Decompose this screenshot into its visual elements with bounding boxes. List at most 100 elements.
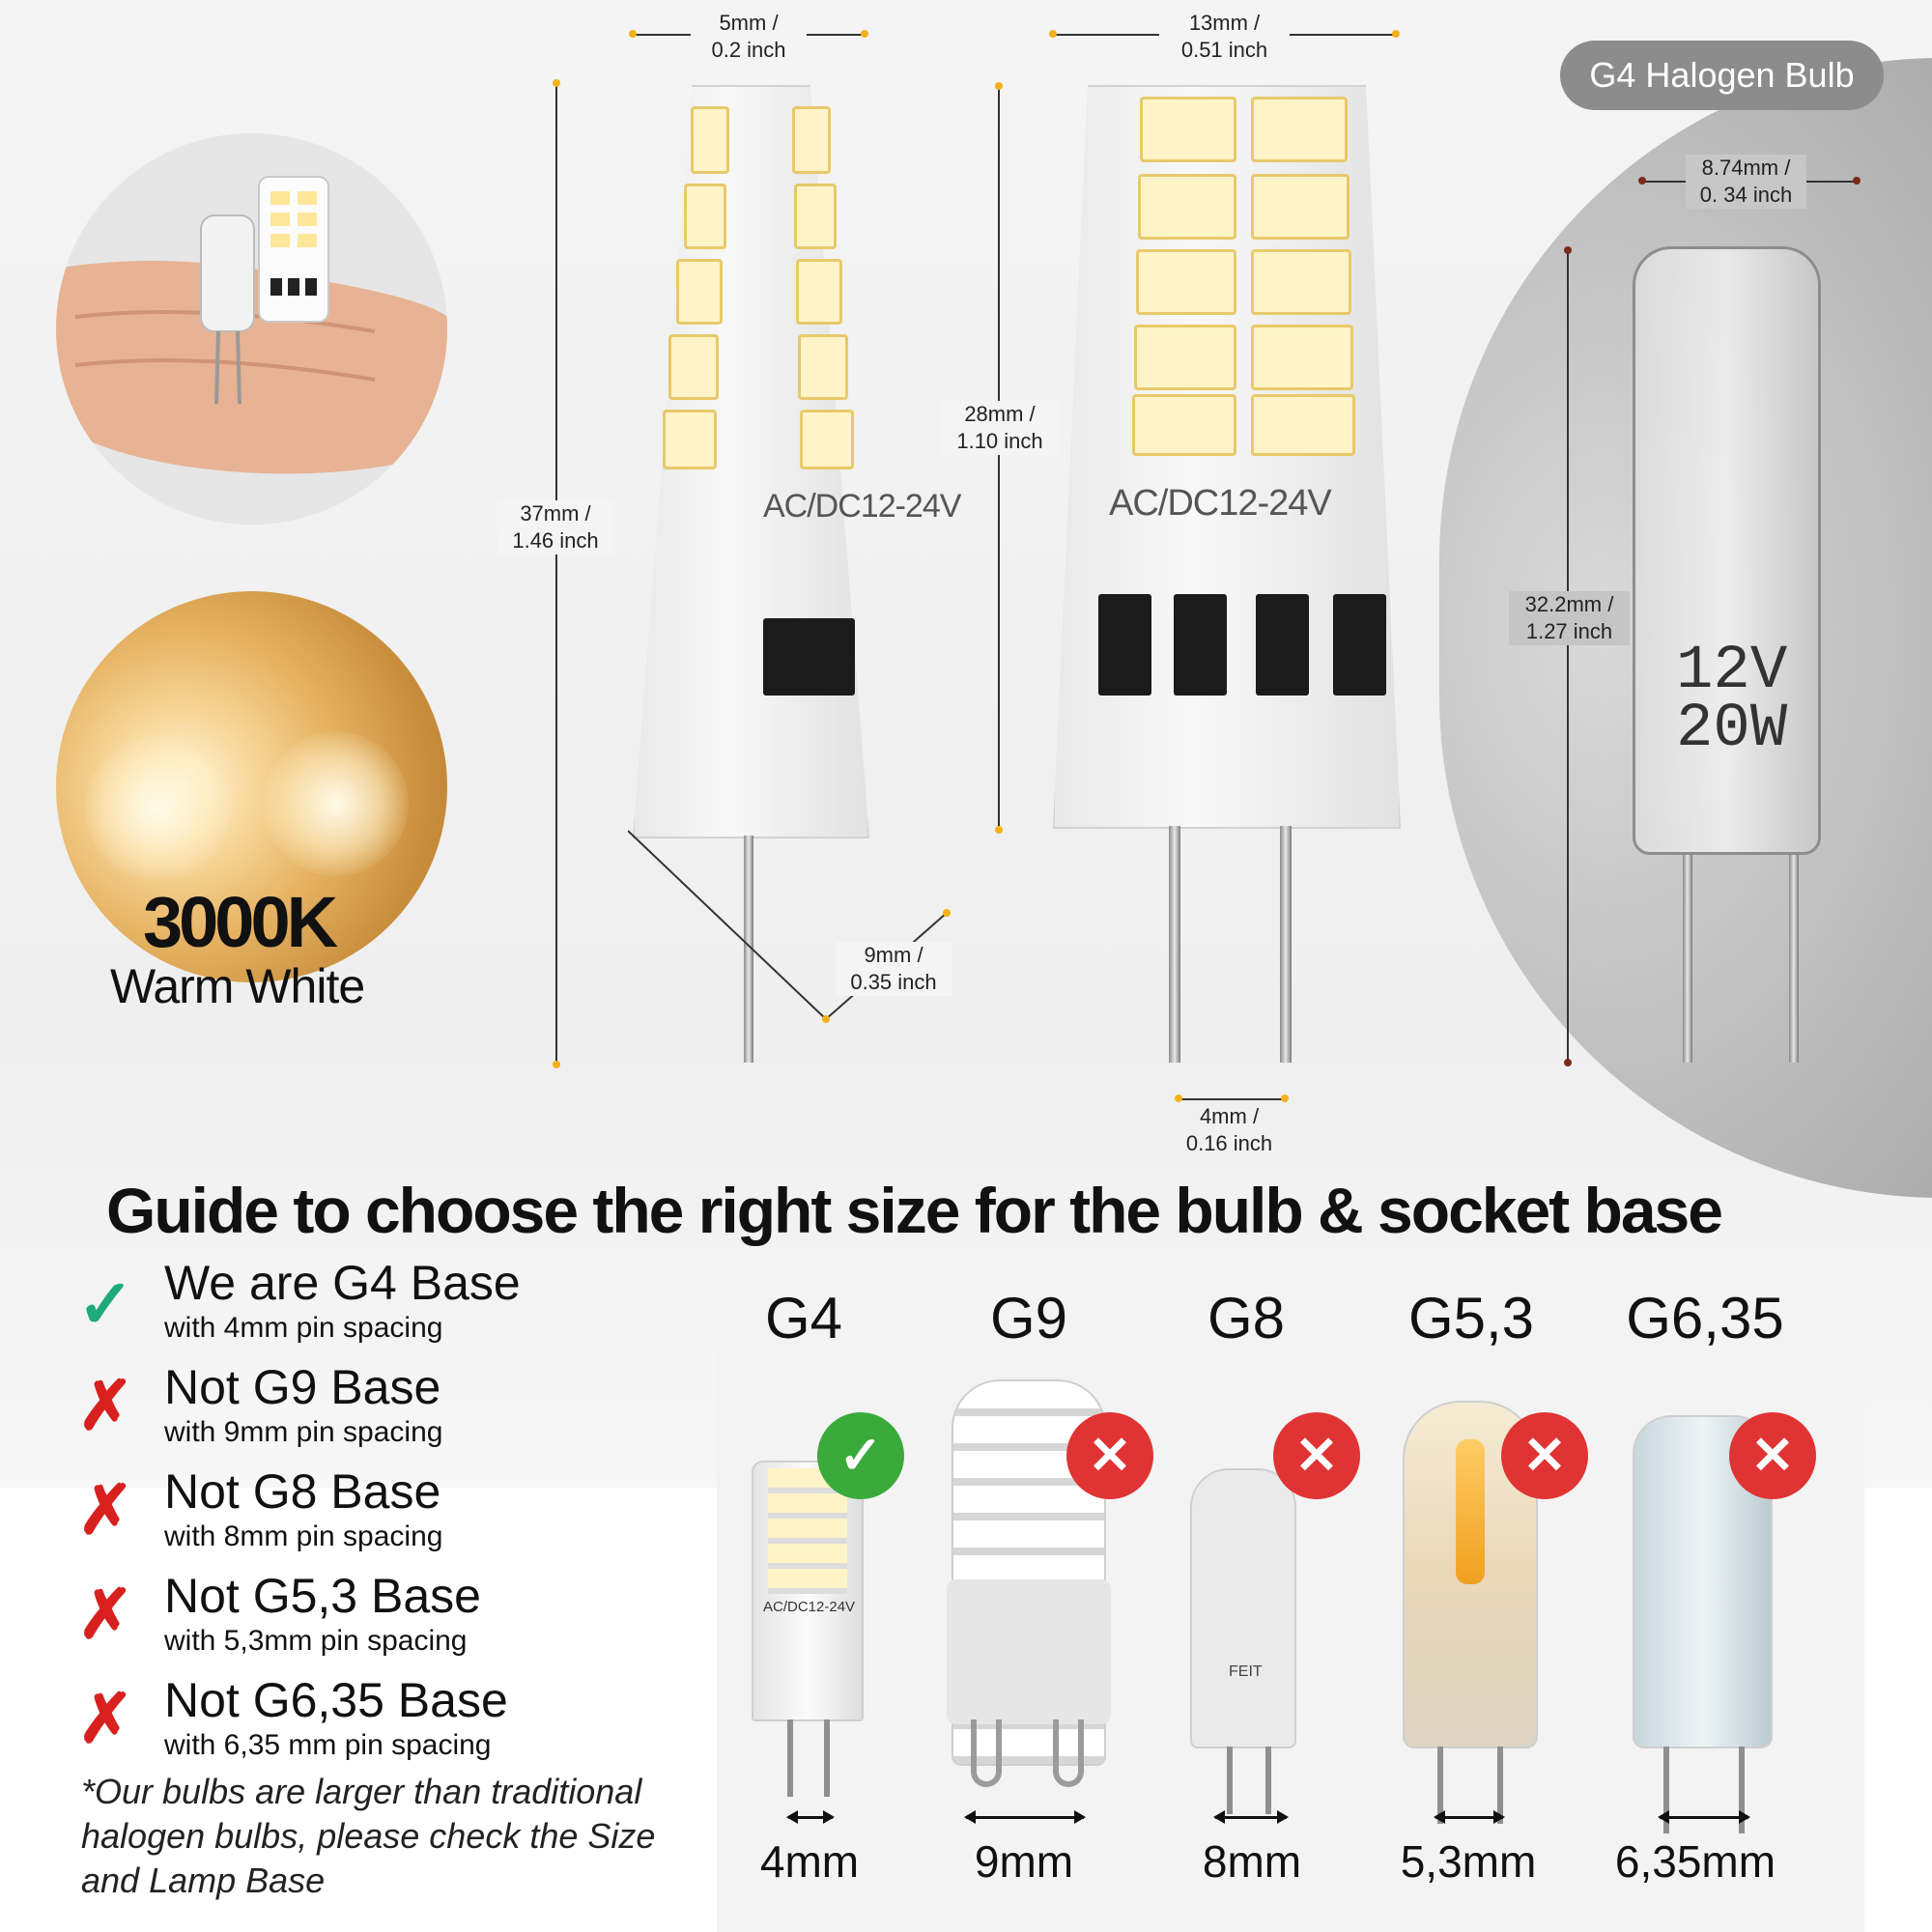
loop-pin (971, 1719, 1002, 1787)
led-chip (1134, 325, 1236, 390)
dimension-dot (553, 79, 560, 87)
base-label-g8: G8 (1207, 1286, 1286, 1350)
pin (787, 1719, 793, 1797)
dimension-dot (1638, 177, 1646, 185)
base-label-g4: G4 (764, 1286, 843, 1350)
incompatible-x-icon: ✕ (1273, 1412, 1360, 1499)
dimension-dot (995, 82, 1003, 90)
spacing-arrow (1434, 1810, 1505, 1824)
dimension-dot (1049, 30, 1057, 38)
pin (1497, 1747, 1503, 1824)
driver-chip (1333, 594, 1386, 696)
dimension-dot (553, 1061, 560, 1068)
led-chip (1138, 174, 1236, 240)
checklist-subtitle: with 8mm pin spacing (164, 1520, 443, 1552)
led-chip (684, 184, 726, 249)
compatible-check-icon: ✓ (817, 1412, 904, 1499)
led-chip (1136, 249, 1236, 315)
driver-chip (1174, 594, 1227, 696)
dimension-label: 8.74mm /0. 34 inch (1686, 155, 1806, 209)
dimension-dot (1564, 246, 1572, 254)
led-chip (796, 259, 842, 325)
led-chip (800, 410, 854, 469)
led-chip (798, 334, 848, 400)
color-temp-name: Warm White (110, 959, 365, 1013)
dimension-dot (861, 30, 868, 38)
warm-white-swatch (56, 591, 447, 982)
led-chip (676, 259, 723, 325)
dimension-dot (1175, 1094, 1182, 1102)
led-chip (794, 184, 837, 249)
halogen-bulb (1633, 246, 1821, 855)
checklist-title: Not G5,3 Base (164, 1569, 481, 1623)
dimension-dot (1564, 1059, 1572, 1066)
driver-chip (1098, 594, 1151, 696)
incompatible-x-icon: ✕ (1729, 1412, 1816, 1499)
loop-pin (1053, 1719, 1084, 1787)
glow-spot (264, 731, 409, 876)
dimension-dot (629, 30, 637, 38)
cross-icon: ✗ (77, 1368, 134, 1443)
front-voltage-label: AC/DC12-24V (1109, 483, 1332, 524)
depth-dimension-line (628, 830, 951, 1023)
pin (1227, 1747, 1233, 1814)
cross-icon: ✗ (77, 1472, 134, 1548)
dimension-dot (1281, 1094, 1289, 1102)
cross-icon: ✗ (77, 1681, 134, 1756)
dimension-dot (1853, 177, 1861, 185)
checklist-subtitle: with 6,35 mm pin spacing (164, 1729, 492, 1761)
side-voltage-label: AC/DC12-24V (763, 488, 961, 525)
checklist-title: Not G9 Base (164, 1360, 441, 1414)
pin (1739, 1747, 1745, 1833)
footnote: *Our bulbs are larger than traditional h… (81, 1772, 656, 1900)
color-temp-value: 3000K (143, 882, 338, 962)
pin (744, 836, 753, 1063)
base-label-g9: G9 (989, 1286, 1068, 1350)
checklist-subtitle: with 4mm pin spacing (164, 1312, 443, 1344)
dimension-dot (1392, 30, 1400, 38)
led-chip (1140, 97, 1236, 162)
led-chip (1132, 394, 1236, 456)
dimension-dot (995, 826, 1003, 834)
spacing-arrow (1658, 1810, 1750, 1824)
pin (1169, 826, 1180, 1063)
pin (824, 1719, 830, 1797)
pin (1789, 855, 1799, 1063)
led-chip (1251, 97, 1348, 162)
led-chip (1251, 394, 1355, 456)
dimension-line (1179, 1098, 1285, 1100)
led-chip (1251, 174, 1350, 240)
halogen-wattage: 20W (1676, 695, 1788, 764)
mini-g4-label: AC/DC12-24V (763, 1599, 856, 1615)
dimension-line (1567, 249, 1569, 1063)
checklist-title: We are G4 Base (164, 1256, 521, 1310)
spacing-value-g635: 6,35mm (1614, 1836, 1776, 1887)
base-label-g53: G5,3 (1407, 1286, 1535, 1350)
dimension-label: 37mm /1.46 inch (497, 500, 613, 554)
spacing-arrow (1213, 1810, 1289, 1824)
dimension-label: 9mm /0.35 inch (836, 942, 952, 996)
hand-illustration (56, 133, 447, 525)
halogen-badge: G4 Halogen Bulb (1560, 41, 1884, 110)
mini-bulb-g9-base (947, 1579, 1111, 1724)
led-chip (668, 334, 719, 400)
incompatible-x-icon: ✕ (1501, 1412, 1588, 1499)
spacing-value-g53: 5,3mm (1400, 1836, 1537, 1887)
checklist-subtitle: with 5,3mm pin spacing (164, 1625, 468, 1657)
incompatible-x-icon: ✕ (1066, 1412, 1153, 1499)
dimension-label: 4mm /0.16 inch (1185, 1104, 1273, 1155)
dimension-line (998, 85, 1000, 831)
pin (1265, 1747, 1271, 1814)
spacing-value-g9: 9mm (974, 1836, 1074, 1887)
check-icon: ✓ (77, 1266, 134, 1342)
checklist-subtitle: with 9mm pin spacing (164, 1416, 443, 1448)
spacing-arrow (786, 1810, 835, 1824)
dimension-label: 28mm /1.10 inch (942, 401, 1058, 455)
spacing-arrow (964, 1810, 1086, 1824)
pin (1663, 1747, 1669, 1833)
pin (1280, 826, 1292, 1063)
spacing-value-g4: 4mm (759, 1836, 860, 1887)
dimension-line (555, 82, 557, 1065)
checklist-title: Not G6,35 Base (164, 1673, 508, 1727)
dimension-label: 5mm /0.2 inch (691, 10, 807, 64)
